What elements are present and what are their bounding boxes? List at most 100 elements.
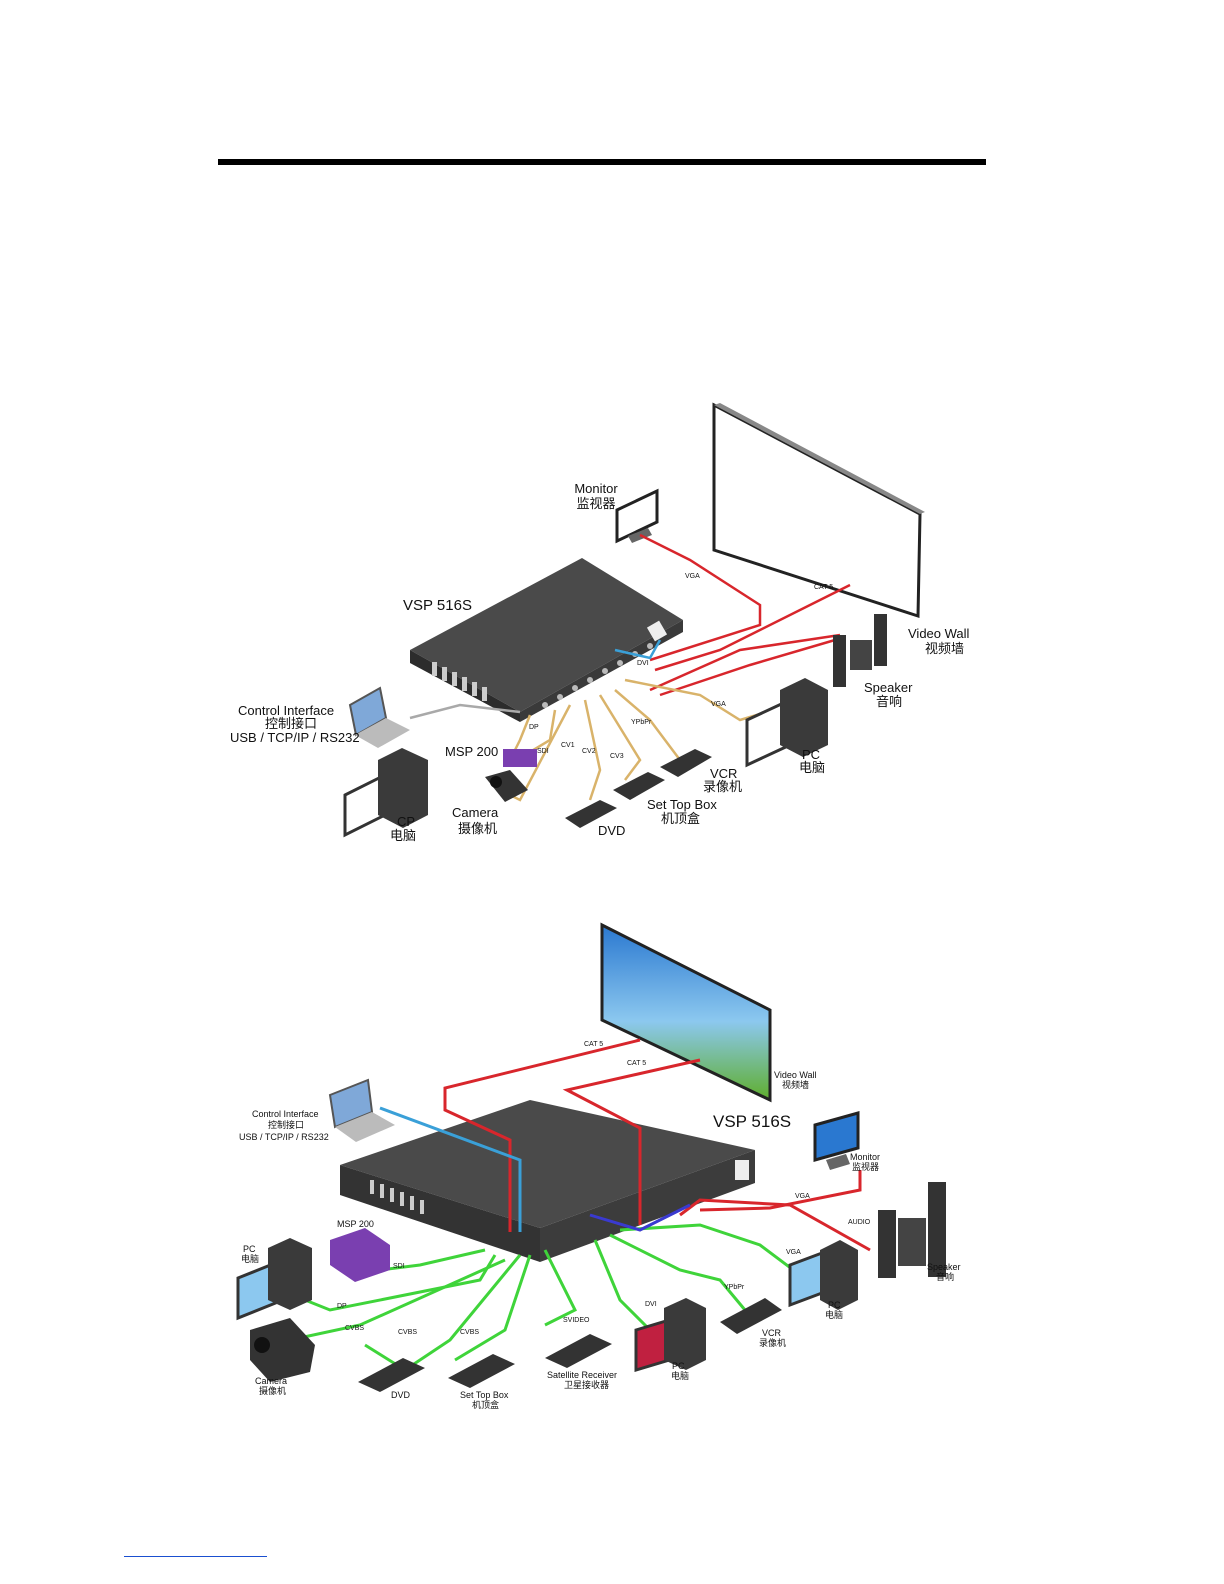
wire-dvi-label: DVI [637, 660, 649, 667]
video-wall-icon [712, 402, 925, 619]
wire-cat5b-label: CAT 5 [627, 1060, 646, 1067]
monitor-icon [615, 488, 659, 544]
pc-mid-label: PC [672, 1361, 685, 1371]
msp-200-box [503, 749, 537, 767]
pc-right-icon [788, 1240, 858, 1310]
video-wall-label-zh: 视频墙 [925, 641, 964, 656]
vsp-516s-device [410, 558, 683, 722]
wire-cat5a-label: CAT 5 [584, 1041, 603, 1048]
pc-left-icon [236, 1238, 312, 1321]
pc-mid-icon [634, 1298, 706, 1373]
wire-vga2-label: VGA [711, 701, 726, 708]
device-label: VSP 516S [403, 597, 472, 614]
vcr-label-zh: 录像机 [759, 1337, 786, 1348]
wire-dvi-label: DVI [645, 1301, 657, 1308]
cp-label: CP [397, 814, 415, 829]
camera-label-zh: 摄像机 [259, 1385, 286, 1396]
camera-label: Camera [452, 805, 499, 820]
wire-audio-label: AUDIO [848, 1219, 871, 1226]
video-wall-label: Video Wall [908, 626, 970, 641]
pc-icon [745, 678, 828, 768]
wire-cv2-label: CV2 [582, 748, 596, 755]
sat-label: Satellite Receiver [547, 1370, 617, 1380]
monitor-label-zh: 监视器 [576, 496, 615, 511]
speaker-label: Speaker [927, 1262, 961, 1272]
wire-ypbpr-label: YPbPr [631, 719, 652, 726]
wire-cvbs2-label: CVBS [398, 1329, 417, 1336]
camera-icon [485, 770, 528, 802]
msp-label: MSP 200 [445, 744, 498, 759]
vcr-label: VCR [762, 1328, 782, 1338]
wire-dp-label: DP [529, 724, 539, 731]
cp-icon [343, 748, 428, 838]
dvd-box [565, 800, 617, 828]
video-wall-label-zh: 视频墙 [782, 1079, 809, 1090]
wire-dp-label: DP [337, 1303, 347, 1310]
speaker-icon [833, 614, 887, 687]
speaker-label-zh: 音响 [876, 694, 902, 709]
wire-cv3-label: CV3 [610, 753, 624, 760]
cp-label-zh: 电脑 [390, 828, 416, 843]
pc-mid-label-zh: 电脑 [671, 1370, 689, 1381]
speaker-icon [878, 1182, 946, 1278]
pc-right-label: PC [828, 1300, 841, 1310]
camera-label-zh: 摄像机 [458, 821, 497, 836]
wire-sdi-label: SDI [537, 748, 549, 755]
wire-cvbs1-label: CVBS [345, 1325, 364, 1332]
stb-label: Set Top Box [460, 1390, 509, 1400]
stb-label-zh: 机顶盒 [661, 811, 700, 826]
top-rule [218, 159, 986, 165]
set-top-box [613, 772, 665, 800]
dvd-box [358, 1358, 425, 1392]
pc-right-label-zh: 电脑 [825, 1309, 843, 1320]
msp-label: MSP 200 [337, 1219, 374, 1229]
connection-diagram-2: Video Wall 视频墙 Control Interface 控制接口 US… [236, 922, 961, 1410]
pc-left-label-zh: 电脑 [241, 1253, 259, 1264]
laptop-icon [348, 686, 410, 748]
device-label: VSP 516S [713, 1112, 791, 1131]
monitor-icon [813, 1111, 860, 1170]
wire-ypbpr-label: YPbPr [724, 1284, 745, 1291]
satellite-receiver-box [545, 1334, 612, 1368]
wires-1 [409, 533, 851, 802]
dvd-label: DVD [391, 1390, 411, 1400]
monitor-label: Monitor [850, 1152, 880, 1162]
wire-sdi-label: SDI [393, 1263, 405, 1270]
wire-vga-label: VGA [795, 1193, 810, 1200]
wire-vga2-label: VGA [786, 1249, 801, 1256]
set-top-box [448, 1354, 515, 1388]
msp-200-box [330, 1228, 390, 1282]
vsp-516s-device [340, 1100, 755, 1262]
camera-label: Camera [255, 1376, 287, 1386]
video-wall-label: Video Wall [774, 1070, 817, 1080]
wire-vga-label: VGA [685, 573, 700, 580]
pc-left-label: PC [243, 1244, 256, 1254]
control-label-zh: 控制接口 [265, 716, 317, 731]
monitor-label-zh: 监视器 [852, 1161, 879, 1172]
speaker-label-zh: 音响 [936, 1271, 954, 1282]
control-label: Control Interface [252, 1109, 319, 1119]
monitor-label: Monitor [574, 481, 618, 496]
wire-svideo-label: SVIDEO [563, 1317, 590, 1324]
wires-2 [289, 1038, 871, 1372]
control-label: Control Interface [238, 703, 334, 718]
speaker-label: Speaker [864, 680, 913, 695]
footnote-rule [124, 1556, 267, 1557]
pc-label-zh: 电脑 [799, 760, 825, 775]
pc-label: PC [802, 747, 820, 762]
camera-icon [250, 1318, 315, 1382]
video-wall-icon [600, 922, 772, 1103]
stb-label: Set Top Box [647, 797, 717, 812]
dvd-label: DVD [598, 823, 625, 838]
control-ports-label: USB / TCP/IP / RS232 [239, 1132, 329, 1142]
laptop-icon [328, 1078, 395, 1142]
wire-cat5-label: CAT 5 [814, 584, 833, 591]
wire-cv1-label: CV1 [561, 742, 575, 749]
vcr-box [720, 1298, 782, 1334]
vcr-label: VCR [710, 766, 737, 781]
vcr-box [660, 749, 712, 777]
wire-cvbs3-label: CVBS [460, 1329, 479, 1336]
vcr-label-zh: 录像机 [703, 779, 742, 794]
control-label-zh: 控制接口 [268, 1119, 304, 1130]
sat-label-zh: 卫星接收器 [564, 1379, 609, 1390]
